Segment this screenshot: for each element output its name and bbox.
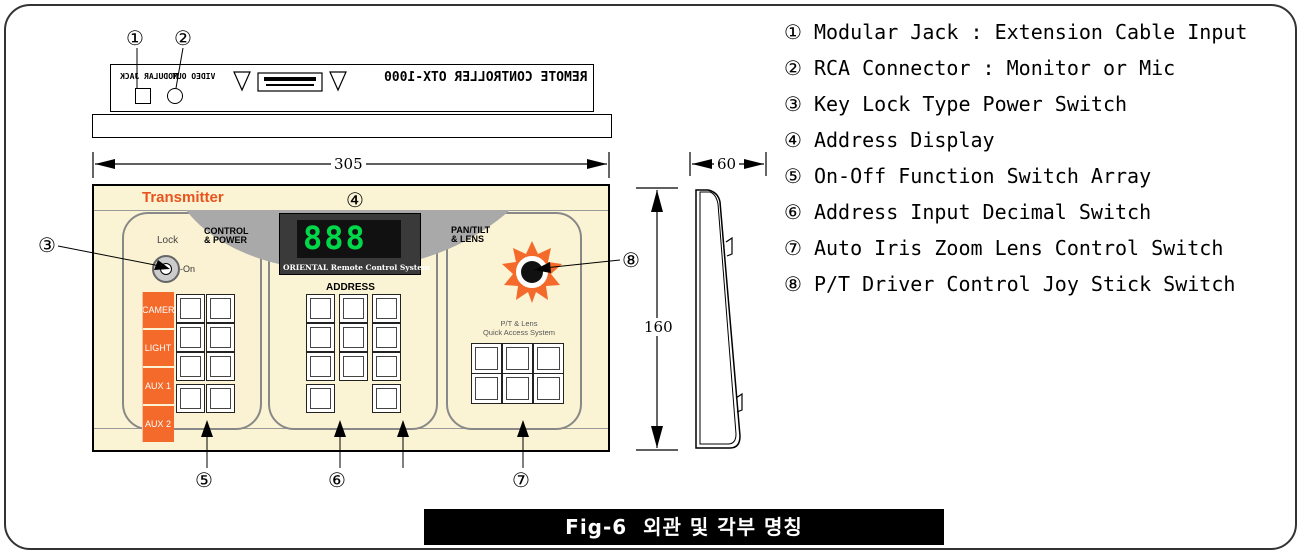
control-power-label: CONTROL & POWER: [204, 226, 249, 245]
func-label-aux1: AUX 1: [142, 368, 174, 404]
display-caption: ORIENTAL Remote Control System: [283, 263, 430, 272]
callout-3: ③: [38, 233, 56, 257]
warning-labels: [233, 71, 347, 92]
display-screen: [297, 220, 401, 258]
lens-key[interactable]: [533, 343, 564, 374]
address-label: ADDRESS: [326, 282, 375, 293]
address-key[interactable]: [372, 323, 401, 352]
callout-5: ⑤: [195, 468, 213, 492]
top-view: MODULAR JACK VIDEO OUT REMOTE CONTROLLER…: [92, 64, 612, 144]
dimension-width-label: 305: [331, 155, 366, 173]
legend-item: ④ Address Display: [784, 128, 995, 152]
figure-caption: Fig-6 외관 및 각부 명칭: [424, 509, 944, 545]
lens-key[interactable]: [502, 373, 533, 404]
legend-item: ② RCA Connector : Monitor or Mic: [784, 56, 1176, 80]
display-digits: 888: [303, 219, 367, 257]
func-key[interactable]: [176, 323, 205, 352]
dimension-height-label: 160: [641, 318, 676, 336]
callout-6: ⑥: [328, 468, 346, 492]
legend-item: ⑦ Auto Iris Zoom Lens Control Switch: [784, 236, 1224, 260]
modular-jack: [135, 88, 151, 104]
legend-item: ① Modular Jack : Extension Cable Input: [784, 20, 1248, 44]
pan-tilt-label: PAN/TILT & LENS: [451, 225, 491, 244]
func-key[interactable]: [206, 384, 235, 413]
legend-item: ③ Key Lock Type Power Switch: [784, 92, 1128, 116]
address-key[interactable]: [339, 323, 368, 352]
side-view: [695, 189, 743, 449]
func-key[interactable]: [176, 384, 205, 413]
joystick[interactable]: [500, 240, 564, 304]
func-key[interactable]: [176, 294, 205, 323]
figure-frame: [4, 4, 1297, 550]
lock-label: Lock: [157, 235, 179, 246]
callout-2: ②: [174, 26, 192, 50]
func-label-border: [142, 292, 174, 442]
callout-1: ①: [126, 26, 144, 50]
on-label: -On: [180, 264, 196, 274]
address-key[interactable]: [306, 384, 335, 413]
lens-key[interactable]: [471, 373, 502, 404]
legend-item: ⑧ P/T Driver Control Joy Stick Switch: [784, 272, 1236, 296]
rca-connector: [167, 88, 183, 104]
callout-4: ④: [346, 188, 364, 212]
dimension-depth-label: 60: [714, 155, 740, 173]
address-key[interactable]: [339, 294, 368, 323]
func-key[interactable]: [206, 352, 235, 381]
func-label-camera: CAMERA: [142, 292, 181, 328]
func-label-light: LIGHT: [142, 330, 174, 366]
address-key[interactable]: [339, 352, 368, 381]
legend-list: ① Modular Jack : Extension Cable Input ②…: [784, 14, 1247, 302]
address-key[interactable]: [306, 323, 335, 352]
top-view-body: [110, 64, 594, 112]
func-label-aux2: AUX 2: [142, 406, 174, 442]
address-key[interactable]: [306, 294, 335, 323]
address-key[interactable]: [306, 352, 335, 381]
legend-item: ⑥ Address Input Decimal Switch: [784, 200, 1152, 224]
top-view-base: [92, 114, 612, 138]
lens-key[interactable]: [471, 343, 502, 374]
func-key[interactable]: [176, 352, 205, 381]
func-key[interactable]: [206, 323, 235, 352]
callout-7: ⑦: [512, 468, 530, 492]
lens-key[interactable]: [533, 373, 564, 404]
address-key[interactable]: [372, 294, 401, 323]
brand-label: Transmitter: [142, 189, 224, 206]
address-key[interactable]: [372, 352, 401, 381]
quick-access-label: P/T & Lens Quick Access System: [482, 319, 556, 337]
callout-8: ⑧: [622, 248, 640, 272]
lens-section: [446, 212, 582, 430]
legend-item: ⑤ On-Off Function Switch Array: [784, 164, 1152, 188]
func-key[interactable]: [206, 294, 235, 323]
address-key[interactable]: [372, 384, 401, 413]
